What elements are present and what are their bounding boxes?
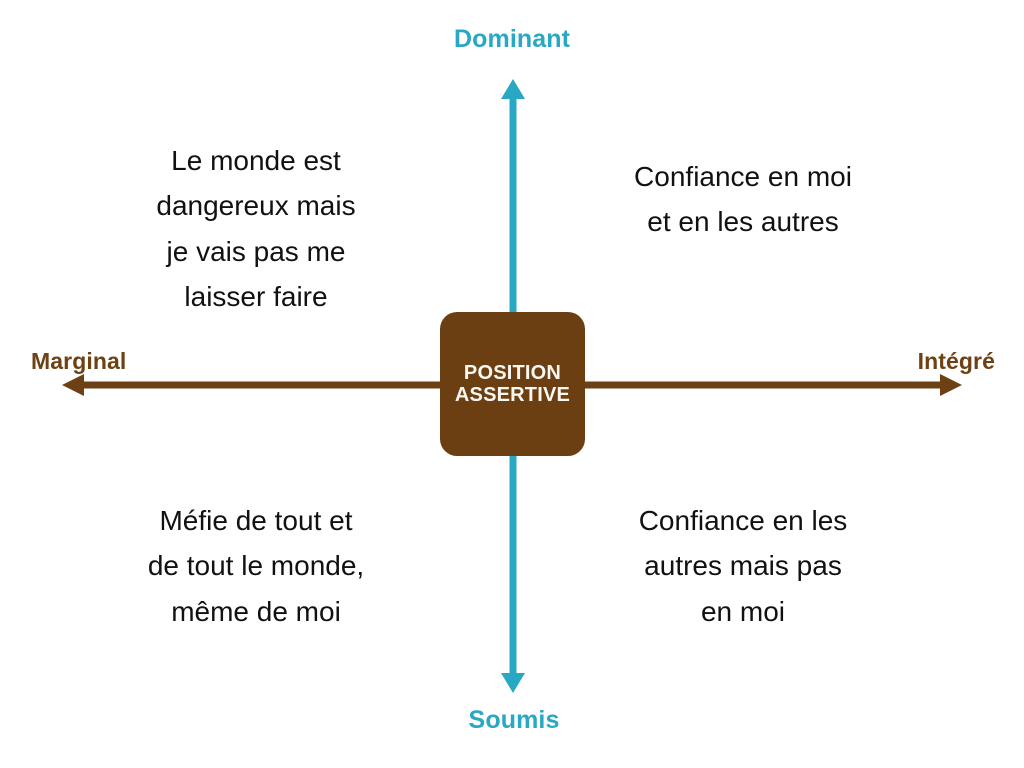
quadrant-line: autres mais pas — [644, 550, 842, 582]
arrow-down-icon — [501, 673, 525, 693]
arrow-right-icon — [940, 374, 962, 396]
axis-label-integre: Intégré — [917, 348, 995, 374]
quadrant-line: dangereux mais — [156, 190, 356, 222]
quadrant-dominant-marginal: Le monde est dangereux mais je vais pas … — [96, 138, 416, 319]
quadrant-dominant-integre: Confiance en moi et en les autres — [578, 154, 908, 245]
quadrant-line: je vais pas me — [166, 235, 346, 267]
axis-label-soumis: Soumis — [468, 706, 560, 734]
center-node-line-2: ASSERTIVE — [454, 384, 571, 406]
quadrant-soumis-integre: Confiance en les autres mais pas en moi — [578, 498, 908, 634]
quadrant-line: et en les autres — [647, 206, 839, 238]
quadrant-line: laisser faire — [184, 281, 328, 313]
axis-label-dominant: Dominant — [453, 25, 571, 53]
quadrant-line: de tout le monde, — [147, 550, 365, 582]
quadrant-line: Confiance en les — [638, 505, 848, 536]
arrow-up-icon — [501, 79, 525, 99]
quadrant-line: Le monde est — [171, 145, 341, 176]
quadrant-soumis-marginal: Méfie de tout et de tout le monde, même … — [96, 498, 416, 634]
quadrant-line: Méfie de tout et — [159, 505, 353, 536]
quadrant-line: Confiance en moi — [634, 161, 852, 192]
quadrant-line: en moi — [700, 595, 786, 627]
arrow-left-icon — [62, 374, 84, 396]
center-node-line-1: POSITION — [463, 361, 562, 384]
center-node-position-assertive: POSITION ASSERTIVE — [440, 312, 585, 456]
axis-label-marginal: Marginal — [31, 348, 127, 374]
quadrant-line: même de moi — [171, 595, 341, 627]
